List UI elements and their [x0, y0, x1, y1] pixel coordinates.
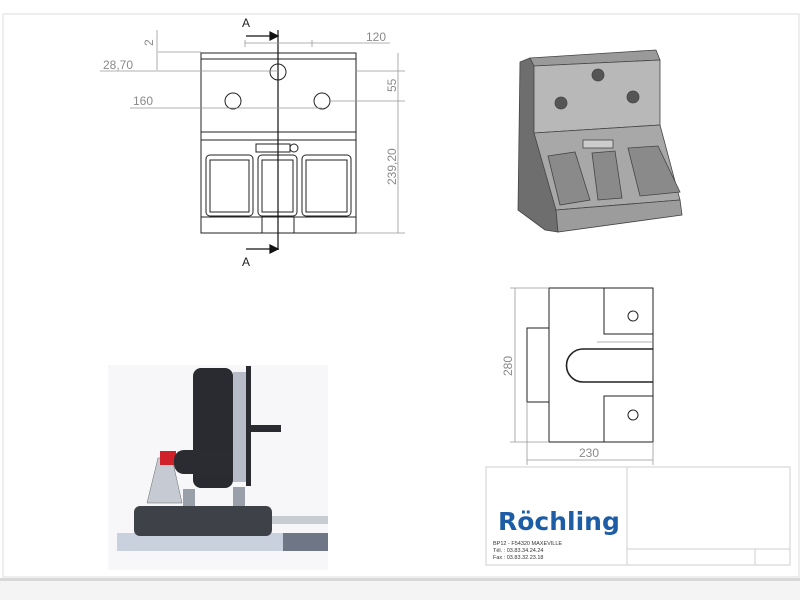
dim-top-gap: 2	[142, 39, 156, 46]
fax-line: Fax : 03.83.32.23.18	[493, 555, 543, 561]
dim-lower-height: 239,20	[385, 148, 399, 185]
rochling-logo: Röchling	[498, 507, 620, 536]
dim-top-hole-offset: 28,70	[103, 58, 133, 72]
dim-hole-vertical-spacing: 55	[385, 78, 399, 92]
isometric-view	[517, 49, 683, 233]
dim-side-hole-spacing: 160	[133, 94, 153, 108]
left-hole	[224, 92, 242, 110]
dim-width: 230	[579, 446, 599, 460]
side-dimension-lines	[510, 287, 654, 465]
pocket-right	[301, 154, 352, 217]
section-label-bottom: A	[242, 255, 250, 269]
dim-height: 280	[501, 356, 515, 376]
sheet-border	[2, 13, 800, 578]
pocket-left	[205, 154, 254, 217]
section-label-top: A	[242, 16, 250, 30]
stop-red-cap	[160, 451, 176, 465]
address-line: BP12 - F54320 MAXEVILLE	[493, 541, 562, 547]
installation-illustration	[108, 365, 328, 570]
section-line-a	[246, 30, 280, 254]
front-dimension-lines	[100, 30, 405, 234]
phone-line: Tél. : 03.83.34.24.24	[493, 548, 543, 554]
dim-hole-spacing-top: 120	[366, 30, 386, 44]
svg-text:Röchling: Röchling	[498, 507, 620, 536]
title-block	[485, 466, 791, 566]
side-hole-bottom	[627, 409, 639, 421]
side-view	[526, 287, 654, 443]
side-hole-top	[627, 310, 639, 322]
